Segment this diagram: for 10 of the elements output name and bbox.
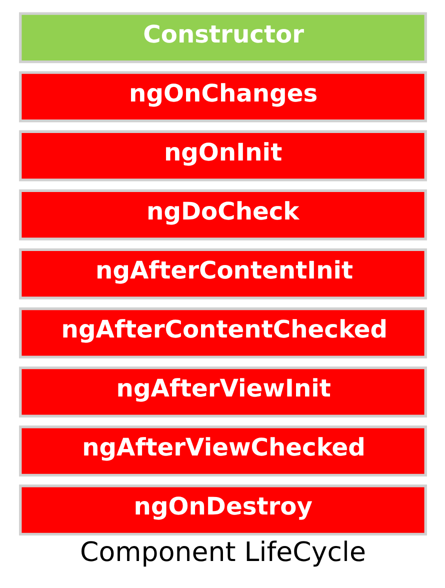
node-box: ngAfterViewInit <box>18 366 426 418</box>
node-box: ngAfterContentInit <box>18 248 426 300</box>
node-box: ngOnChanges <box>18 71 426 122</box>
node-box: ngAfterContentChecked <box>18 307 426 358</box>
node-box: ngDoCheck <box>18 189 426 240</box>
node-box: ngOnInit <box>18 130 426 182</box>
node-box: ngOnDestroy <box>18 484 426 536</box>
node-box: ngAfterViewChecked <box>18 426 426 476</box>
caption: Component LifeCycle <box>80 537 366 568</box>
node-box: Constructor <box>18 12 426 64</box>
